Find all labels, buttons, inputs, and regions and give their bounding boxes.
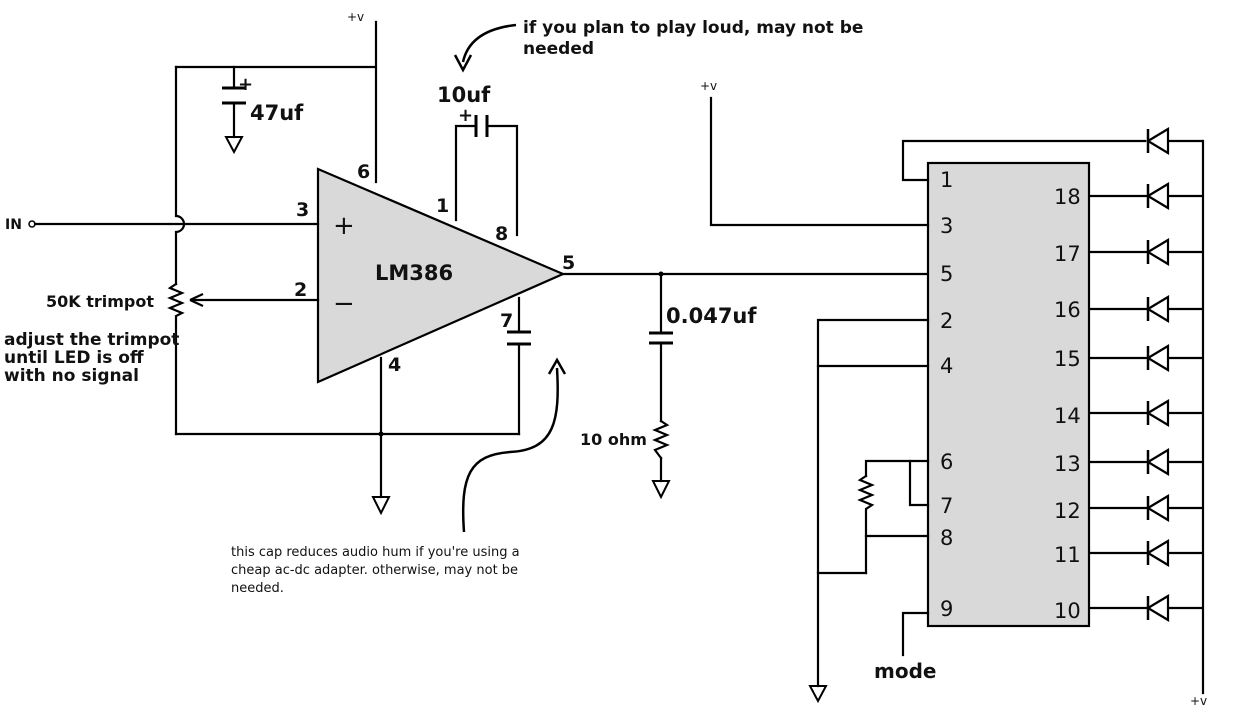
driver-pin-6: 6 <box>940 450 953 474</box>
program-resistor <box>857 474 875 575</box>
driver-pin-17: 17 <box>1054 242 1081 266</box>
amp-plus-sign: + <box>333 211 355 241</box>
lm386-label: LM386 <box>375 261 453 285</box>
driver-pin-11: 11 <box>1054 543 1081 567</box>
led-array <box>1089 127 1203 622</box>
led-diode <box>1089 344 1203 372</box>
driver-pin-15: 15 <box>1054 347 1081 371</box>
driver-pin-7: 7 <box>940 494 953 518</box>
c47-label: 47uf <box>250 101 304 125</box>
ground-symbol-zobel <box>651 480 671 500</box>
led-diode <box>1089 539 1203 567</box>
note-loud-arrowhead <box>453 54 473 73</box>
amp-minus-sign: − <box>333 289 355 319</box>
led-diode <box>1089 399 1203 427</box>
led-diode <box>1089 238 1203 266</box>
note-trim-line3: with no signal <box>4 366 139 386</box>
input-label: IN <box>5 217 22 233</box>
led-diode <box>1089 295 1203 323</box>
note-hum-line2: cheap ac-dc adapter. otherwise, may not … <box>231 563 518 578</box>
ground-symbol-c47 <box>224 136 244 155</box>
amp-pin-7: 7 <box>500 310 513 332</box>
driver-pin-3: 3 <box>940 214 953 238</box>
c047-label: 0.047uf <box>666 304 757 328</box>
amp-pin-6: 6 <box>357 161 370 183</box>
c10-wire <box>454 124 519 237</box>
pin6-resistor-wire <box>864 459 912 478</box>
c10-plus: + <box>458 105 473 126</box>
driver-pin-2: 2 <box>940 309 953 333</box>
led-diode <box>1089 594 1203 622</box>
led-diode <box>1089 494 1203 522</box>
driver-pin-1: 1 <box>940 168 953 192</box>
ground-symbol-driver <box>808 685 828 704</box>
note-loud-line1: if you plan to play loud, may not be <box>523 18 863 38</box>
note-hum-line1: this cap reduces audio hum if you're usi… <box>231 545 520 560</box>
pin1-wire <box>901 139 1147 182</box>
driver-pin-16: 16 <box>1054 298 1081 322</box>
note-loud-line2: needed <box>523 39 594 59</box>
driver-pin-10: 10 <box>1054 599 1081 623</box>
trimpot-arrow <box>189 293 204 307</box>
led-diode <box>1089 182 1203 210</box>
driver-pin-13: 13 <box>1054 452 1081 476</box>
driver-pin-9: 9 <box>940 597 953 621</box>
driver-pin-5: 5 <box>940 262 953 286</box>
ground-symbol-amp <box>371 496 391 516</box>
note-hum-arrowhead <box>547 357 567 375</box>
amp-pin-3: 3 <box>296 199 309 221</box>
note-trim-line1: adjust the trimpot <box>4 330 179 350</box>
supply-right-top-label: +v <box>700 79 717 93</box>
pin2-wire <box>816 318 930 688</box>
trimpot-resistor <box>167 282 185 436</box>
mode-label: mode <box>874 659 936 683</box>
junction-ground <box>378 431 384 437</box>
note-hum-line3: needed. <box>231 581 284 596</box>
r10-resistor <box>652 419 670 460</box>
note-loud-arrow <box>461 23 517 63</box>
driver-pin-8: 8 <box>940 526 953 550</box>
amp-pin-4: 4 <box>388 354 401 376</box>
amp-pin-2: 2 <box>294 279 307 301</box>
driver-pin-12: 12 <box>1054 499 1081 523</box>
pin9-wire <box>901 611 930 657</box>
amp-pin-1: 1 <box>436 195 449 217</box>
driver-pin-18: 18 <box>1054 185 1081 209</box>
c47-plus: + <box>238 74 253 95</box>
note-trim-line2: until LED is off <box>4 348 144 368</box>
bargraph-driver-ic <box>926 161 1091 628</box>
led-diode <box>1089 448 1203 476</box>
driver-pin-14: 14 <box>1054 404 1081 428</box>
r10-label: 10 ohm <box>580 430 647 449</box>
note-hum-arrow <box>462 367 559 533</box>
led-diode <box>1145 127 1203 155</box>
trimpot-label: 50K trimpot <box>46 292 154 311</box>
amp-pin-8: 8 <box>495 223 508 245</box>
lm386-amplifier <box>316 167 566 384</box>
supply-bottom-label: +v <box>1190 694 1207 708</box>
pin3-supply-wire <box>709 96 930 227</box>
driver-pin-4: 4 <box>940 354 953 378</box>
left-supply-wire <box>174 65 186 286</box>
supply-rail-wire <box>174 20 378 184</box>
c10-label: 10uf <box>437 83 491 107</box>
amp-pin-5: 5 <box>562 252 575 274</box>
pin6-7-wire <box>908 459 930 507</box>
supply-top-label: +v <box>347 10 364 24</box>
